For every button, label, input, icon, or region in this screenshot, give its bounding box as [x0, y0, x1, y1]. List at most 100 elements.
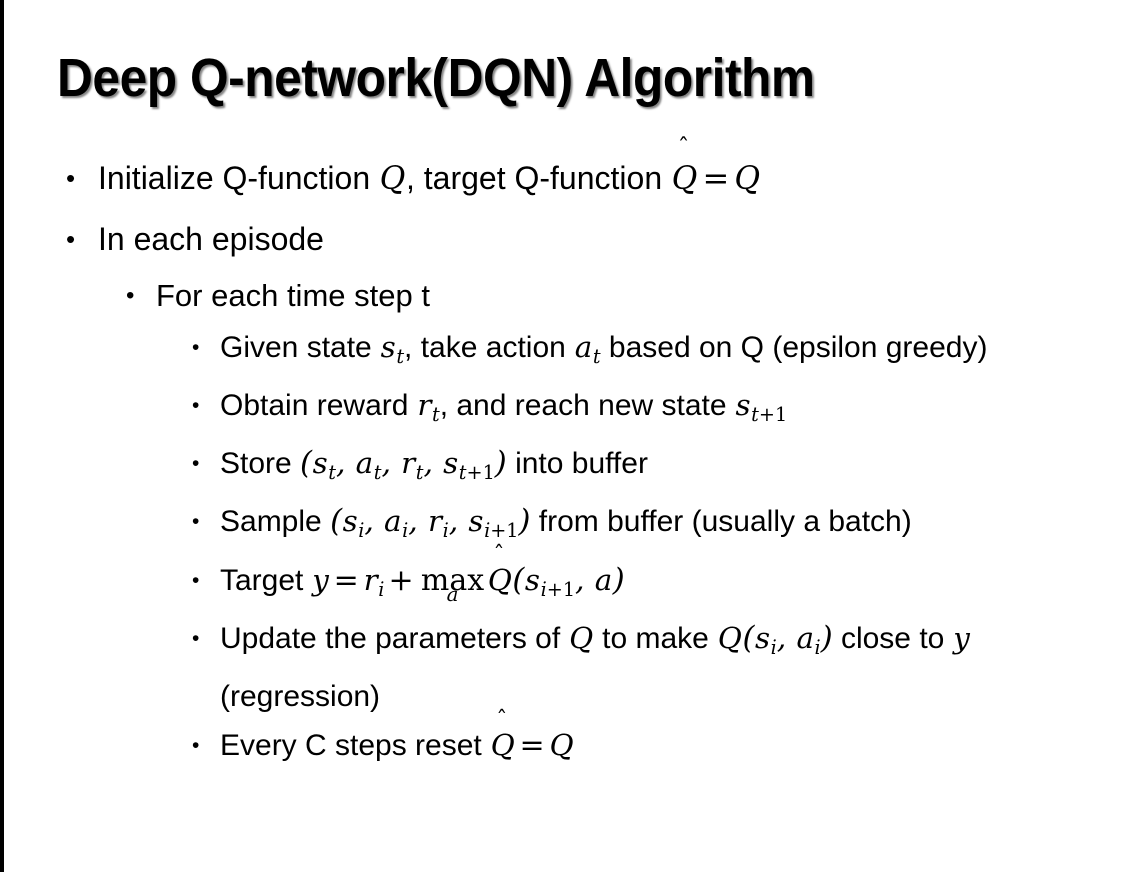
math-r: r — [417, 388, 432, 423]
math-s: s — [735, 388, 751, 423]
bullet-initialize: • Initialize Q-function Q, target Q-func… — [0, 135, 1124, 209]
math-s: s — [380, 330, 396, 364]
math-y: y — [312, 562, 329, 597]
math-q: Q — [549, 727, 574, 762]
math-equals: = — [333, 562, 359, 598]
text-regression: (regression) — [220, 679, 381, 713]
math-sub-i: i — [378, 577, 385, 601]
math-comma: , — [335, 446, 356, 482]
text-take-action: , take action — [404, 331, 575, 364]
math-close-paren: ) — [518, 504, 531, 540]
math-s: s — [312, 446, 328, 481]
math-comma: , — [408, 504, 428, 540]
math-sub-i: i — [358, 519, 365, 543]
text-from-buffer-usually-a-batch: from buffer (usually a batch) — [530, 505, 912, 539]
math-sub-t: t — [328, 461, 336, 485]
bullet-sample-batch-text: Sample (si, ai, ri, si+1) from buffer (u… — [220, 497, 1100, 555]
math-sub-i-plus-1: i+1 — [484, 520, 518, 543]
math-open-paren: ( — [742, 620, 755, 656]
text-sample: Sample — [220, 505, 331, 539]
bullet-list: • Initialize Q-function Q, target Q-func… — [0, 135, 1124, 770]
bullet-marker-icon: • — [192, 452, 200, 476]
math-close-paren: ) — [820, 620, 833, 656]
text-close-to: close to — [832, 621, 953, 655]
math-sub-i: i — [442, 519, 449, 543]
bullet-marker-icon: • — [192, 394, 200, 418]
sub-plus: + — [758, 403, 775, 427]
bullet-store-transition: • Store (st, at, rt, st+1) into buffer — [0, 439, 1124, 497]
math-q: Q — [379, 161, 406, 197]
hat-accent-icon: ˆ — [677, 132, 690, 161]
math-comma: , — [776, 620, 796, 656]
bullet-initialize-text: Initialize Q-function Q, target Q-functi… — [98, 135, 1124, 209]
math-a: a — [384, 504, 402, 539]
text-update-the-parameters-of: Update the parameters of — [220, 621, 569, 655]
bullet-update-parameters: • Update the parameters of Q to make Q(s… — [0, 614, 1124, 721]
math-r: r — [427, 504, 443, 539]
math-plus: + — [388, 562, 414, 598]
bullet-marker-icon: • — [192, 510, 200, 534]
math-q-base: Q — [487, 562, 512, 597]
bullet-sample-batch: • Sample (si, ai, ri, si+1) from buffer … — [0, 497, 1124, 555]
text-given-state: Given state — [220, 331, 381, 364]
bullet-marker-icon: • — [192, 336, 200, 359]
math-s: s — [342, 504, 358, 539]
math-close-paren: ) — [612, 562, 625, 598]
bullet-for-each-time-step: • For each time step t — [0, 269, 1124, 323]
math-sub-t: t — [373, 461, 382, 485]
math-comma: , — [448, 504, 468, 540]
math-s: s — [524, 562, 541, 597]
sub-t: t — [458, 461, 467, 485]
math-sub-t-plus-1: t+1 — [459, 461, 495, 484]
math-sub-i-plus-1: i+1 — [541, 578, 575, 601]
sub-t: t — [751, 403, 759, 427]
sub-one: 1 — [562, 577, 576, 601]
text-target: Target — [220, 563, 312, 597]
bullet-update-parameters-text: Update the parameters of Q to make Q(si,… — [220, 614, 1100, 721]
math-open-paren: ( — [512, 562, 525, 598]
sub-one: 1 — [774, 403, 788, 427]
bullet-marker-icon: • — [126, 282, 135, 309]
bullet-in-each-episode-text: In each episode — [98, 221, 324, 257]
math-equals: = — [702, 159, 730, 197]
bullet-marker-icon: • — [66, 224, 76, 254]
bullet-marker-icon: • — [192, 626, 200, 650]
math-close-paren: ) — [494, 446, 507, 482]
text-to-make: to make — [593, 621, 718, 655]
math-a: a — [355, 446, 374, 481]
math-sub-t: t — [415, 461, 424, 485]
math-q: Q — [717, 620, 742, 655]
bullet-obtain-reward: • Obtain reward rt, and reach new state … — [0, 381, 1124, 439]
sub-plus: + — [546, 577, 563, 601]
math-q: Q — [569, 620, 594, 655]
math-y: y — [953, 620, 970, 655]
sub-one: 1 — [482, 461, 495, 485]
math-q-base: Q — [490, 727, 515, 762]
sub-plus: + — [490, 519, 507, 543]
sub-one: 1 — [506, 519, 519, 543]
page-title: Deep Q-network(DQN) Algorithm — [57, 48, 815, 108]
text-initialize-q-function: Initialize Q-function — [98, 160, 380, 196]
bullet-for-each-time-step-text: For each time step t — [156, 278, 430, 313]
math-equals: = — [519, 727, 545, 763]
math-sub-i: i — [770, 635, 777, 659]
text-target-q-function: , target Q-function — [405, 160, 671, 196]
math-open-paren: ( — [300, 446, 312, 482]
math-r: r — [363, 562, 378, 597]
math-sub-t: t — [431, 403, 440, 427]
sub-plus: + — [466, 461, 483, 485]
math-r: r — [401, 446, 416, 481]
math-comma: , — [364, 504, 384, 540]
text-and-reach-new-state: , and reach new state — [439, 389, 735, 423]
math-comma: , — [575, 562, 595, 598]
sub-i: i — [540, 577, 547, 601]
math-s: s — [443, 446, 459, 481]
math-open-paren: ( — [330, 504, 342, 540]
